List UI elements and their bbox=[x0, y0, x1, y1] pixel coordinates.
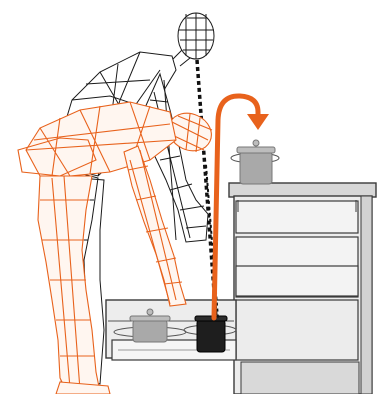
drawer-front-lower bbox=[236, 266, 358, 296]
cooking-pot-icon bbox=[197, 320, 225, 352]
pot-lid bbox=[195, 316, 227, 321]
figure-foot bbox=[56, 382, 110, 394]
figure-torso bbox=[26, 102, 176, 176]
pot-lid-knob bbox=[253, 140, 259, 146]
arrow-head bbox=[247, 114, 269, 130]
pot-lid-knob bbox=[147, 309, 153, 315]
cooking-pot-icon bbox=[133, 320, 167, 342]
pot-lid bbox=[237, 147, 275, 153]
pot-on-counter bbox=[231, 140, 279, 184]
drawer-front-bottom bbox=[236, 300, 358, 360]
cabinet bbox=[229, 183, 376, 394]
cabinet-plinth bbox=[241, 362, 359, 394]
countertop bbox=[229, 183, 376, 197]
pot-lid bbox=[130, 316, 170, 321]
drawer-front-top bbox=[236, 201, 358, 233]
cooking-pot-icon bbox=[240, 152, 272, 184]
cabinet-side-panel bbox=[361, 196, 372, 394]
